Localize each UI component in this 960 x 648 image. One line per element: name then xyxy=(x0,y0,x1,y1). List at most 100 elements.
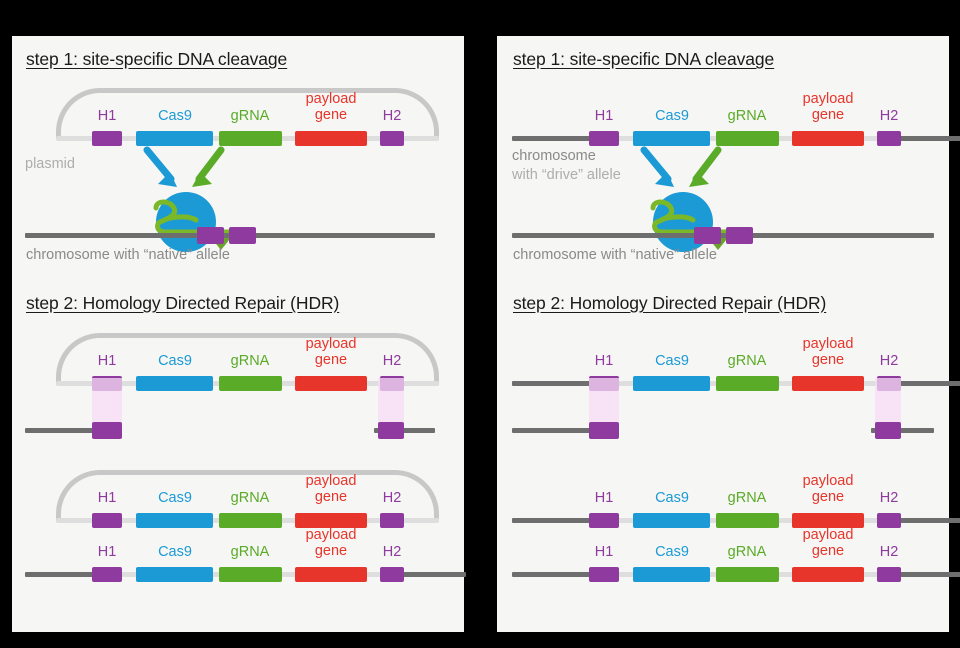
drive-chromosome-label-line2: with “drive” allele xyxy=(512,167,621,183)
gene-h1 xyxy=(92,567,122,582)
repaired-chromosome-left: H1 Cas9 gRNA payload gene H2 xyxy=(25,528,466,584)
cut-site-h1 xyxy=(197,227,224,244)
chromosome-h2-block xyxy=(378,422,404,439)
label-grna: gRNA xyxy=(727,353,767,369)
label-payload-line2: gene xyxy=(811,107,845,123)
label-cas9: Cas9 xyxy=(655,490,689,506)
label-payload-line1: payload xyxy=(305,473,357,489)
label-grna: gRNA xyxy=(230,108,270,124)
gene-grna xyxy=(716,131,779,146)
cut-site-h1 xyxy=(694,227,721,244)
chromosome-right-arm xyxy=(898,381,960,386)
label-h1: H1 xyxy=(594,353,614,369)
cut-chromosome-left-arm xyxy=(512,428,619,433)
gene-grna xyxy=(716,376,779,391)
label-cas9: Cas9 xyxy=(158,353,192,369)
label-cas9: Cas9 xyxy=(655,108,689,124)
label-h1: H1 xyxy=(97,490,117,506)
native-chromosome-label-left: chromosome with “native” allele xyxy=(26,247,230,263)
gene-h1 xyxy=(589,131,619,146)
cut-chromosome-left-arm xyxy=(25,428,122,433)
label-h2: H2 xyxy=(382,490,402,506)
gene-cas9 xyxy=(633,567,710,582)
label-cas9: Cas9 xyxy=(158,108,192,124)
chromosome-right-arm xyxy=(898,518,960,523)
gene-h1 xyxy=(589,567,619,582)
gene-grna xyxy=(219,513,282,528)
label-h1: H1 xyxy=(594,108,614,124)
chromosome-left-arm xyxy=(512,136,592,141)
label-grna: gRNA xyxy=(230,353,270,369)
label-h1: H1 xyxy=(97,108,117,124)
cas9-protein-arrow xyxy=(640,146,674,187)
label-payload-line2: gene xyxy=(314,489,348,505)
cut-chromosome-right-arm xyxy=(871,428,934,433)
label-h2: H2 xyxy=(382,353,402,369)
grna-arrow xyxy=(689,146,722,187)
label-payload-line1: payload xyxy=(305,527,357,543)
label-h2: H2 xyxy=(382,108,402,124)
donor-construct-step1-left: H1 Cas9 gRNA payload gene H2 xyxy=(56,92,439,148)
chromosome-h1-block xyxy=(589,422,619,439)
gene-h1 xyxy=(92,131,122,146)
label-payload-line2: gene xyxy=(314,543,348,559)
step1-title-left: step 1: site-specific DNA cleavage xyxy=(26,49,288,69)
label-h2: H2 xyxy=(879,544,899,560)
label-payload-line1: payload xyxy=(802,527,854,543)
gene-h1 xyxy=(92,513,122,528)
label-payload-line2: gene xyxy=(314,107,348,123)
gene-h2 xyxy=(877,513,901,528)
gene-payload xyxy=(295,376,367,391)
gene-h2 xyxy=(877,131,901,146)
chromosome-left-arm xyxy=(512,572,592,577)
step2-title-right: step 2: Homology Directed Repair (HDR) xyxy=(513,293,827,313)
plasmid-delivery-panel: step 1: site-specific DNA cleavage H1 Ca… xyxy=(12,36,466,632)
label-cas9: Cas9 xyxy=(158,490,192,506)
gene-cas9 xyxy=(633,513,710,528)
label-payload-line2: gene xyxy=(314,352,348,368)
native-chromosome-label-right: chromosome with “native” allele xyxy=(513,247,717,263)
gene-cas9 xyxy=(136,131,213,146)
drive-chromosome-step1-right: H1 Cas9 gRNA payload gene H2 xyxy=(512,92,960,148)
gene-h2 xyxy=(380,131,404,146)
label-h1: H1 xyxy=(97,544,117,560)
label-payload-line1: payload xyxy=(305,91,357,107)
chromosome-h2-block xyxy=(875,422,901,439)
drive-chromosome-label-line1: chromosome xyxy=(512,148,596,164)
label-payload-line2: gene xyxy=(811,543,845,559)
chromosome-right-arm xyxy=(898,136,960,141)
gene-cas9 xyxy=(633,131,710,146)
gene-cas9 xyxy=(136,567,213,582)
gene-h2 xyxy=(380,513,404,528)
drive-chromosome-copy2-right: H1 Cas9 gRNA payload gene H2 xyxy=(512,528,960,584)
label-grna: gRNA xyxy=(230,490,270,506)
step1-title-right: step 1: site-specific DNA cleavage xyxy=(513,49,775,69)
gene-payload xyxy=(295,513,367,528)
plasmid-label-left: plasmid xyxy=(25,156,75,172)
label-payload-line1: payload xyxy=(305,336,357,352)
gene-h2 xyxy=(380,567,404,582)
gene-payload xyxy=(792,131,864,146)
gene-payload xyxy=(792,513,864,528)
label-h1: H1 xyxy=(97,353,117,369)
grna-arrow xyxy=(192,146,225,187)
grna-ribbon xyxy=(153,199,237,235)
chromosome-right-arm xyxy=(898,572,960,577)
gene-payload xyxy=(295,567,367,582)
gene-h1 xyxy=(589,513,619,528)
label-cas9: Cas9 xyxy=(158,544,192,560)
label-grna: gRNA xyxy=(727,490,767,506)
label-h1: H1 xyxy=(594,490,614,506)
grna-ribbon xyxy=(650,199,734,235)
gene-grna xyxy=(219,131,282,146)
gene-drive-panel: step 1: site-specific DNA cleavage H1 Ca… xyxy=(497,36,960,632)
gene-payload xyxy=(792,376,864,391)
cas9-protein-arrow xyxy=(143,146,177,187)
label-h2: H2 xyxy=(382,544,402,560)
cut-site-h2 xyxy=(726,227,753,244)
label-grna: gRNA xyxy=(230,544,270,560)
label-h2: H2 xyxy=(879,490,899,506)
native-chromosome-right xyxy=(512,233,934,238)
label-h1: H1 xyxy=(594,544,614,560)
